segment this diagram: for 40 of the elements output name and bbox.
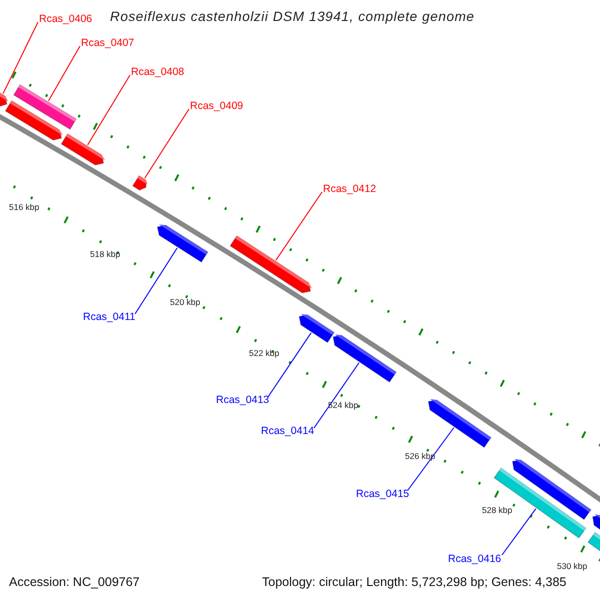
gene-block xyxy=(428,399,492,448)
gene-block xyxy=(512,458,592,520)
gene-block xyxy=(156,224,208,263)
scale-label: 520 kbp xyxy=(170,298,200,306)
scale-label: 530 kbp xyxy=(557,562,588,570)
gene-label: Rcas_0407 xyxy=(81,38,134,48)
leader-line xyxy=(268,332,312,398)
gene-label: Rcas_0408 xyxy=(131,67,184,78)
gene-label: Rcas_0411 xyxy=(83,312,136,322)
gene-block xyxy=(230,235,312,294)
gene-label: Rcas_0413 xyxy=(216,395,270,406)
scale-label: 528 kbp xyxy=(482,506,512,514)
scale-label: 516 kbp xyxy=(9,203,40,212)
gene-label: Rcas_0406 xyxy=(39,14,92,24)
gene-label: Rcas_0416 xyxy=(448,554,502,564)
scale-label: 522 kbp xyxy=(249,349,280,358)
leader-line xyxy=(502,508,536,556)
gene-label: Rcas_0415 xyxy=(356,489,410,500)
gene-label: Rcas_0414 xyxy=(261,426,314,436)
info-text: Topology: circular; Length: 5,723,298 bp; Genes: 4,385 xyxy=(262,576,566,588)
gene-block xyxy=(60,133,106,166)
gene-label: Rcas_0412 xyxy=(323,184,376,194)
gene-label: Rcas_0409 xyxy=(190,101,244,112)
leader-line xyxy=(48,46,80,102)
gene-block xyxy=(132,175,148,191)
leader-line xyxy=(408,427,454,490)
leader-line xyxy=(314,362,360,428)
gene-block xyxy=(298,314,335,344)
diagram-title: Roseiflexus castenholzii DSM 13941, complete genome xyxy=(110,10,475,24)
gene-block xyxy=(332,334,397,383)
gene-block xyxy=(4,100,64,141)
gene-block xyxy=(0,90,8,107)
leader-line xyxy=(2,22,38,94)
info-text: Accession: NC_009767 xyxy=(9,576,140,588)
leader-line xyxy=(144,108,190,179)
leader-line xyxy=(134,247,178,314)
gene-block xyxy=(587,532,600,552)
leader-line xyxy=(275,192,322,261)
scale-label: 518 kbp xyxy=(90,250,120,258)
leader-line xyxy=(87,74,130,146)
